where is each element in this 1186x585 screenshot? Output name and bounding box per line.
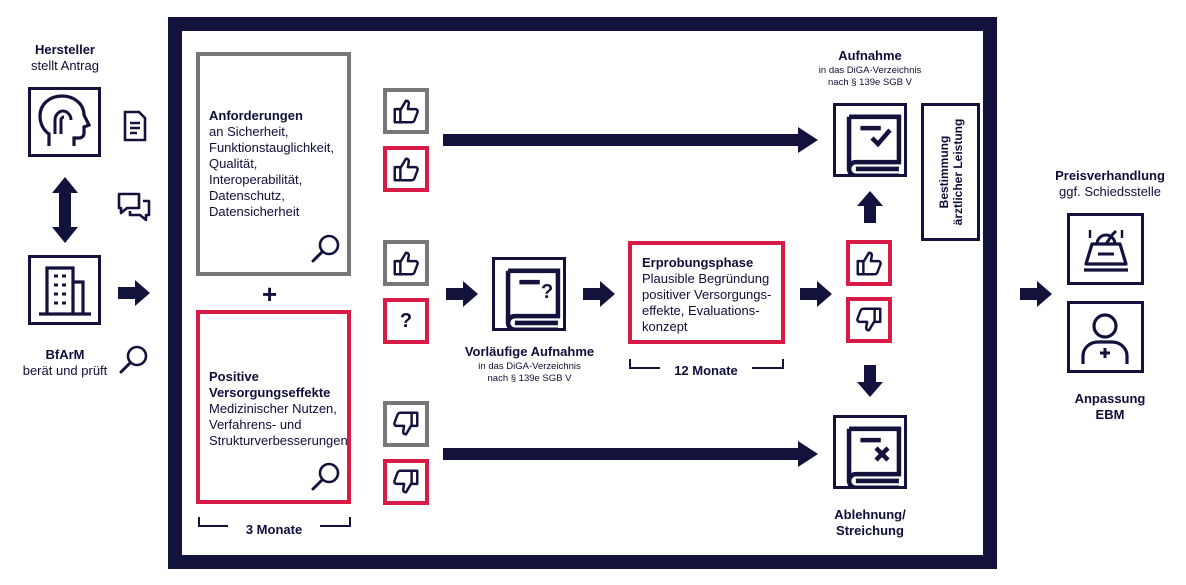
arrow-icon [443,441,818,467]
double-arrow-icon [52,177,78,243]
effects-line: Verfahrens- und [209,417,302,432]
cash-register-icon [1067,213,1144,285]
magnifier-icon [310,232,342,264]
trial-line: konzept [642,319,688,334]
doctor-icon [1067,301,1144,373]
question-box: ? [383,298,429,344]
thumbs-down-icon [383,401,429,447]
requirements-line: Datenschutz, [209,188,285,203]
document-icon [122,110,148,142]
svg-text:?: ? [541,281,553,303]
trial-line: effekte, Evaluations- [642,303,760,318]
thumbs-up-icon [383,240,429,286]
rejection-label: Ablehnung/Streichung [834,507,906,538]
determination-line: Bestimmung [936,135,951,209]
thumbs-down-icon [846,297,892,343]
arrow-icon [1020,281,1052,307]
determination-box: Bestimmung ärztlicher Leistung [921,103,980,241]
thumbs-up-icon [383,146,429,192]
trial-title: Erprobungsphase [642,255,754,270]
magnifier-icon [310,460,342,492]
trial-line: positiver Versorgungs- [642,287,772,302]
arrow-icon [443,127,818,153]
trial-line: Plausible Begründung [642,271,770,286]
duration-trial: 12 Monate [660,363,752,379]
building-icon [28,255,101,325]
requirements-title: Anforderungen [209,108,303,123]
thumbs-up-icon [383,88,429,134]
question-mark: ? [399,309,413,332]
book-question-icon: ? [492,257,566,331]
effects-line: Strukturverbesserungen [209,433,348,448]
admission-label: Aufnahme [838,48,902,63]
effects-title: Versorgungseffekte [209,385,331,400]
effects-line: Medizinischer Nutzen, [209,401,337,416]
requirements-line: Datensicherheit [209,204,300,219]
provisional-label: Vorläufige Aufnahme [464,344,595,359]
plus-sign: + [262,279,278,309]
trial-box: Erprobungsphase Plausible Begründung pos… [628,241,785,344]
arrow-up-icon [857,191,883,223]
magnifier-icon [118,343,150,375]
head-profile-icon [28,87,101,157]
process-frame [168,17,997,569]
book-check-icon [833,103,907,177]
thumbs-down-icon [383,459,429,505]
determination-line: ärztlicher Leistung [950,118,965,226]
requirements-line: an Sicherheit, [209,124,289,139]
effects-box: Positive Versorgungseffekte Medizinische… [196,310,351,504]
arrow-icon [583,281,615,307]
chat-bubbles-icon [116,191,152,223]
duration-left: 3 Monate [228,522,320,538]
book-cross-icon [833,415,907,489]
arrow-icon [118,280,150,306]
requirements-line: Interoperabilität, [209,172,303,187]
arrow-icon [446,281,478,307]
requirements-line: Qualität, [209,156,258,171]
arrow-icon [800,281,832,307]
effects-title: Positive [209,369,259,384]
arrow-down-icon [857,365,883,397]
requirements-line: Funktionstauglichkeit, [209,140,335,155]
requirements-box: Anforderungen an Sicherheit, Funktionsta… [196,52,351,276]
thumbs-up-icon [846,240,892,286]
